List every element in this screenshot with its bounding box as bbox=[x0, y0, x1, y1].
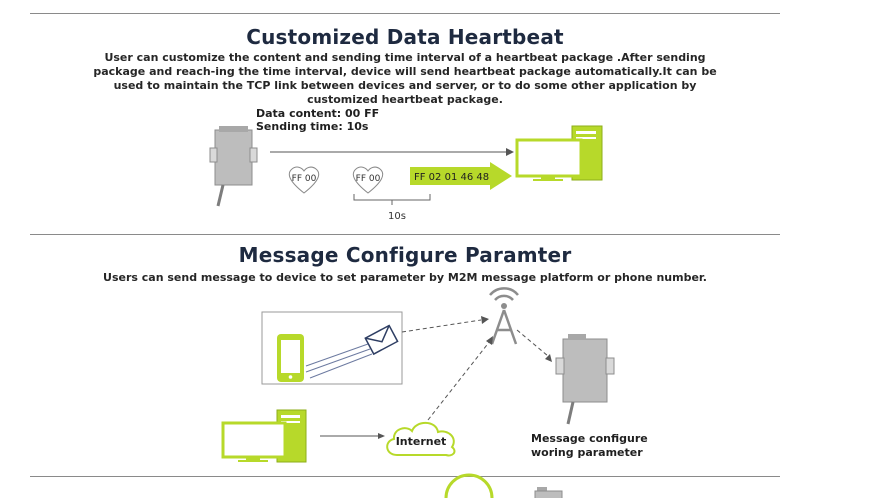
data-content-label: Data content: 00 FF bbox=[256, 107, 380, 120]
sending-time-label: Sending time: 10s bbox=[256, 120, 369, 133]
heart-packet-icon bbox=[288, 166, 320, 194]
data-packet-arrow bbox=[410, 162, 512, 190]
server-pc-icon bbox=[515, 125, 603, 181]
heartbeat-section-description: User can customize the content and sendi… bbox=[93, 51, 717, 106]
partial-router-device-icon bbox=[534, 487, 563, 498]
device-caption-line2: woring parameter bbox=[531, 446, 643, 459]
interval-bracket bbox=[353, 194, 431, 205]
heartbeat-section-title: Customized Data Heartbeat bbox=[246, 25, 564, 49]
device-caption-line1: Message configure bbox=[531, 432, 648, 445]
message-config-section-description: Users can send message to device to set … bbox=[103, 271, 707, 284]
router-device-icon bbox=[555, 334, 615, 425]
partial-wifi-icon bbox=[444, 473, 494, 498]
internet-label: Internet bbox=[396, 435, 447, 448]
internet-cloud-icon bbox=[386, 421, 456, 457]
envelope-icon bbox=[364, 324, 399, 356]
router-device-icon bbox=[209, 126, 258, 207]
tower-to-device-arrow bbox=[516, 329, 552, 362]
top-divider bbox=[30, 13, 780, 14]
pc-to-internet-arrow bbox=[320, 433, 385, 439]
packet-label: FF 02 01 46 48 bbox=[414, 172, 489, 183]
mobile-phone-icon bbox=[277, 334, 304, 382]
interval-label: 10s bbox=[388, 211, 406, 222]
heart-packet-icon bbox=[352, 166, 384, 194]
operator-pc-icon bbox=[221, 409, 307, 463]
message-config-section-title: Message Configure Paramter bbox=[238, 243, 572, 267]
bottom-divider bbox=[30, 476, 780, 477]
internet-to-tower-arrow bbox=[427, 336, 493, 421]
sms-to-tower-arrow bbox=[401, 316, 489, 333]
message-motion-lines bbox=[305, 343, 373, 379]
heart-label-2: FF 00 bbox=[356, 174, 381, 184]
heartbeat-arrow bbox=[270, 148, 514, 156]
cell-tower-icon bbox=[489, 287, 519, 345]
heart-label-1: FF 00 bbox=[292, 174, 317, 184]
middle-divider bbox=[30, 234, 780, 235]
